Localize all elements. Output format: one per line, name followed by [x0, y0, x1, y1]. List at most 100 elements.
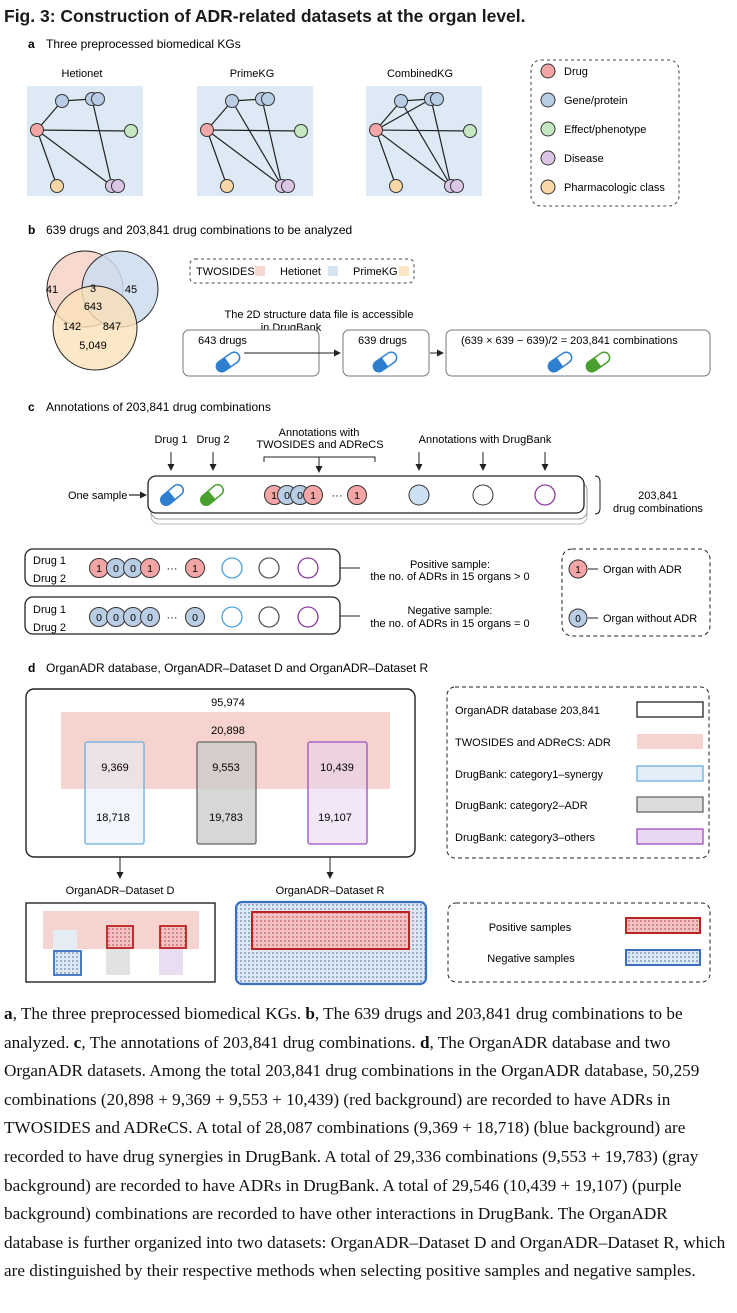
col-drug2: Drug 2	[196, 434, 229, 446]
venn-diagram: 41 3 45 643 142 847 5,049	[46, 250, 159, 371]
one-sample-stack: One sample 203,841 drug combinations	[68, 475, 703, 525]
source-hetionet: Hetionet	[280, 266, 321, 278]
legend-organ-without: Organ without ADR	[603, 613, 697, 625]
ellipsis-dots: ···	[167, 563, 178, 575]
disease-node-b	[111, 179, 125, 193]
panel-c-label: c	[28, 400, 35, 414]
kg-graphs: Hetionet PrimeKG CombinedKG	[27, 68, 482, 196]
figure-title: Fig. 3: Construction of ADR-related data…	[4, 6, 526, 26]
blue-top: 9,369	[101, 762, 129, 774]
organ-count: 1	[354, 490, 360, 502]
col-twosides-1: Annotations with	[279, 427, 360, 439]
graph-title-hetionet: Hetionet	[62, 68, 103, 80]
drugbank-other-circle	[297, 606, 319, 628]
pharm-class-node	[220, 179, 234, 193]
dataset-d-label: OrganADR–Dataset D	[66, 885, 175, 897]
graph-edge	[36, 129, 132, 132]
source-primekg: PrimeKG	[353, 266, 398, 278]
legend-negative: Negative samples	[487, 953, 575, 965]
legend-effect: Effect/phenotype	[564, 124, 646, 136]
caption-b-text: , The 639 drugs and 203,841 drug combina…	[4, 1004, 683, 1052]
panel-b-heading: 639 drugs and 203,841 drug combinations …	[46, 223, 352, 237]
organ-count: 0	[113, 612, 119, 624]
legend-gene: Gene/protein	[564, 95, 628, 107]
ellipsis-dots: ···	[167, 612, 178, 624]
box-639: 639 drugs	[358, 335, 407, 347]
organ-circle	[140, 558, 160, 578]
db-legend-2: DrugBank: category1–synergy	[455, 769, 603, 781]
db-legend-1: TWOSIDES and ADReCS: ADR	[455, 737, 611, 749]
graph-edge	[375, 129, 397, 187]
pos-drug1: Drug 1	[33, 555, 66, 567]
kg-graph	[197, 86, 313, 196]
ellipsis-dots: ···	[332, 490, 343, 502]
drug-flow: 643 drugs 639 drugs (639 × 639 − 639)/2 …	[182, 329, 711, 377]
annotation-headers: Drug 1 Drug 2 Annotations with TWOSIDES …	[154, 427, 552, 473]
gene-node-a	[394, 94, 408, 108]
graph-edge	[261, 98, 283, 187]
organ-count: 0	[130, 563, 136, 575]
organ-count: 1	[96, 563, 102, 575]
graph-edge	[36, 129, 58, 187]
caption-a-text: , The three preprocessed biomedical KGs.	[12, 1004, 306, 1023]
legend-organ-with: Organ with ADR	[603, 564, 682, 576]
caption-c-label: c	[73, 1032, 82, 1052]
kg-graph	[27, 86, 143, 196]
drugbank-adr-circle	[258, 606, 280, 628]
dataset-r	[234, 900, 428, 986]
organ-circle	[140, 607, 160, 627]
organ-count: 0	[297, 490, 303, 502]
neg-line1: Negative sample:	[408, 605, 493, 617]
disease-node-b	[281, 179, 295, 193]
organ-circle	[185, 558, 205, 578]
neg-drug2: Drug 2	[33, 622, 66, 634]
effect-node	[124, 124, 138, 138]
gene-node-c	[430, 92, 444, 106]
venn-abc: 643	[84, 301, 102, 313]
legend-pharm: Pharmacologic class	[564, 182, 665, 194]
legend-drug: Drug	[564, 66, 588, 78]
box-643: 643 drugs	[198, 335, 247, 347]
dataset-d	[25, 902, 216, 983]
organ-legend: 1 Organ with ADR 0 Organ without ADR	[561, 548, 711, 637]
organ-count: 1	[147, 563, 153, 575]
graph-edge	[231, 100, 283, 187]
caption-d-label: d	[419, 1032, 430, 1052]
graph-edge	[400, 100, 452, 187]
panel-d-label: d	[28, 661, 35, 675]
database-diagram: 95,974 20,898 9,369 18,718 9,553 19,783 …	[25, 688, 416, 897]
db-red: 20,898	[211, 725, 245, 737]
graph-background	[27, 86, 143, 196]
panel-d-heading: OrganADR database, OrganADR–Dataset D an…	[46, 661, 429, 675]
pos-line1: Positive sample:	[410, 559, 490, 571]
graph-edge	[206, 129, 283, 187]
panel-b-label: b	[28, 223, 35, 237]
neg-line2: the no. of ADRs in 15 organs = 0	[370, 618, 529, 630]
gene-node-a	[225, 94, 239, 108]
graph-edge	[430, 98, 452, 187]
col-twosides-2: TWOSIDES and ADReCS	[256, 439, 383, 451]
panel-a-label: a	[28, 37, 35, 51]
organ-count: 1	[310, 490, 316, 502]
graph-edge	[375, 98, 432, 131]
graph-edge	[375, 129, 471, 132]
drugbank-syn-circle	[221, 606, 243, 628]
db-total: 95,974	[211, 697, 245, 709]
pos-line2: the no. of ADRs in 15 organs > 0	[370, 571, 529, 583]
gene-node-c	[261, 92, 275, 106]
db-legend-0: OrganADR database 203,841	[455, 705, 600, 717]
drug-node	[200, 123, 214, 137]
graph-edge	[91, 98, 113, 187]
caption-b-label: b	[305, 1004, 315, 1023]
caption-a-label: a	[4, 1004, 13, 1023]
organ-circle	[185, 607, 205, 627]
organ-count: 0	[96, 612, 102, 624]
caption-d-text: , The OrganADR database and two OrganADR…	[4, 1032, 726, 1281]
pharm-class-node	[50, 179, 64, 193]
organ-count: 1	[192, 563, 198, 575]
venn-a-only: 41	[46, 284, 58, 296]
organ-count: 0	[113, 563, 119, 575]
